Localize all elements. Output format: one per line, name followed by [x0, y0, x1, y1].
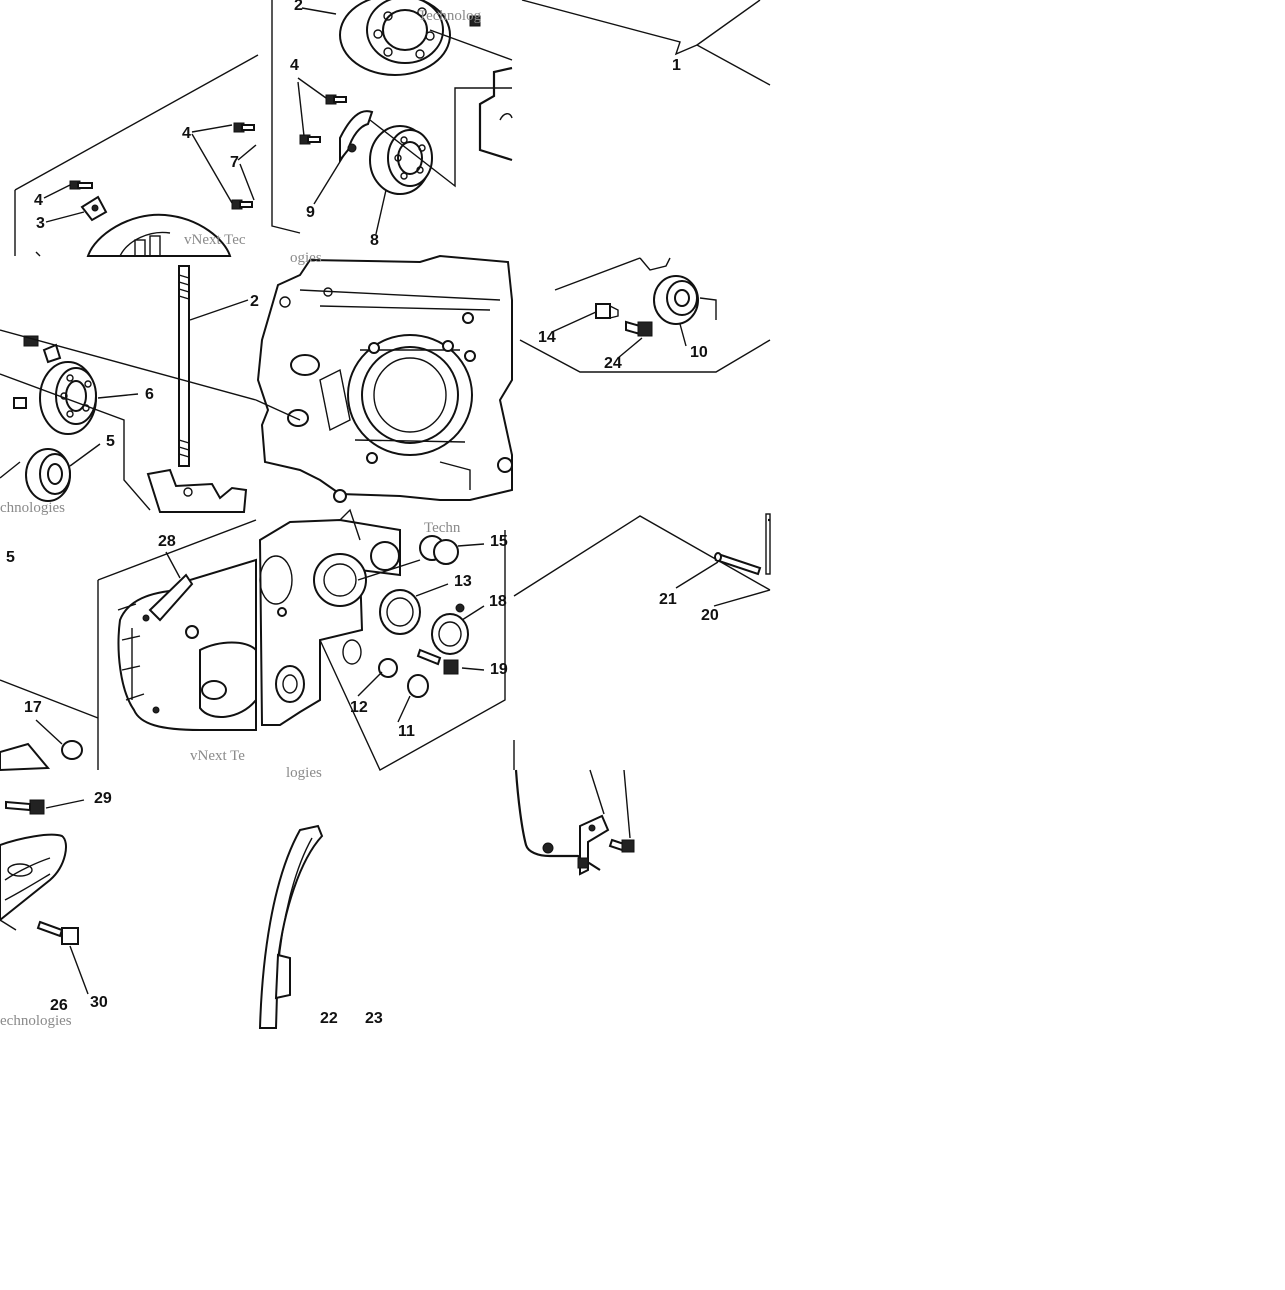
tile-r1c0: [0, 265, 257, 513]
screw-icon: [608, 838, 635, 853]
spacer-icon: [378, 658, 398, 678]
tile-r2c0: [0, 519, 257, 772]
tile-r0c2: [521, 0, 771, 86]
part-number-label: 2: [294, 0, 303, 14]
bolt-icon: [625, 320, 653, 337]
watermark-text: chnologies: [0, 500, 65, 516]
tile-r3c0: [0, 799, 89, 995]
part-number-label: 20: [701, 607, 719, 624]
watermark-text: ogies: [290, 250, 322, 266]
spacer-icon: [61, 740, 83, 760]
spacer-icon: [407, 674, 429, 698]
bolt-icon: [69, 180, 93, 190]
watermark-text: vNext Te: [190, 748, 245, 764]
bushing-icon: [419, 535, 459, 565]
part-number-label: 15: [490, 533, 508, 550]
part-number-label: 7: [230, 154, 239, 171]
watermark-text: echnologies: [0, 1013, 72, 1029]
bearing-icon: [369, 125, 433, 195]
bearing-icon: [25, 448, 71, 502]
tile-r3c1: [258, 824, 324, 1029]
watermark-text: Techn: [424, 520, 461, 536]
part-number-label: 9: [306, 204, 315, 221]
bolt-icon: [416, 648, 459, 675]
tile-r1c2: [519, 257, 771, 373]
chain-guide-icon: [258, 824, 324, 1029]
shift-fork-icon: [146, 468, 248, 513]
part-number-label: 13: [454, 573, 472, 590]
watermark-text: vNext Tec: [184, 232, 246, 248]
part-number-label: 10: [690, 344, 708, 361]
stud-bolt-icon: [178, 265, 190, 467]
part-number-label: 3: [36, 215, 45, 232]
watermark-text: logies: [286, 765, 322, 781]
bearing-icon: [653, 275, 699, 325]
part-number-label: 19: [490, 661, 508, 678]
part-number-label: 5: [106, 433, 115, 450]
tile-r1c1: [255, 254, 513, 503]
part-number-label: 23: [365, 1010, 383, 1027]
bolt-icon: [231, 199, 253, 210]
bolt-icon: [5, 799, 45, 815]
dowel-pin-icon: [714, 552, 762, 576]
part-number-label: 11: [398, 723, 415, 740]
tile-r0c1: [271, 0, 513, 235]
callout-label-layer: 4347249812651424105281715131819121121202…: [6, 0, 719, 1027]
bearing-icon: [339, 0, 451, 76]
part-number-label: 14: [538, 329, 556, 346]
part-number-label: 12: [350, 699, 368, 716]
bolt-icon: [36, 920, 79, 945]
part-number-label: 4: [34, 192, 43, 209]
part-number-label: 4: [182, 125, 191, 142]
tile-r0c0: [14, 54, 259, 257]
part-number-label: 8: [370, 232, 379, 249]
part-number-label: 30: [90, 994, 108, 1011]
part-number-label: 1: [672, 57, 681, 74]
bolt-icon: [595, 303, 619, 319]
part-number-label: 18: [489, 593, 507, 610]
tile-r2c1: [258, 508, 506, 771]
part-number-label: 29: [94, 790, 112, 807]
part-number-label: 17: [24, 699, 42, 716]
bolt-icon: [299, 134, 321, 145]
bolt-icon: [325, 94, 347, 105]
bolt-icon: [233, 122, 255, 133]
part-number-label: 21: [659, 591, 677, 608]
part-number-label: 24: [604, 355, 622, 372]
bearing-icon: [39, 361, 97, 435]
part-number-label: 5: [6, 549, 15, 566]
watermark-layer: vNext Tec Technolog chnologies ogies vNext T…: [0, 8, 482, 1029]
part-number-label: 4: [290, 57, 299, 74]
part-number-label: 28: [158, 533, 176, 550]
tile-r2c2: [513, 513, 771, 607]
oil-seal-icon: [431, 613, 469, 655]
part-number-label: 2: [250, 293, 259, 310]
watermark-text: Technolog: [418, 8, 482, 24]
oil-seal-icon: [379, 589, 421, 635]
part-number-label: 22: [320, 1010, 338, 1027]
tile-r3c2: [513, 740, 635, 876]
sprocket-cover-icon: [0, 833, 67, 922]
part-number-label: 6: [145, 386, 154, 403]
part-number-label: 26: [50, 997, 68, 1014]
